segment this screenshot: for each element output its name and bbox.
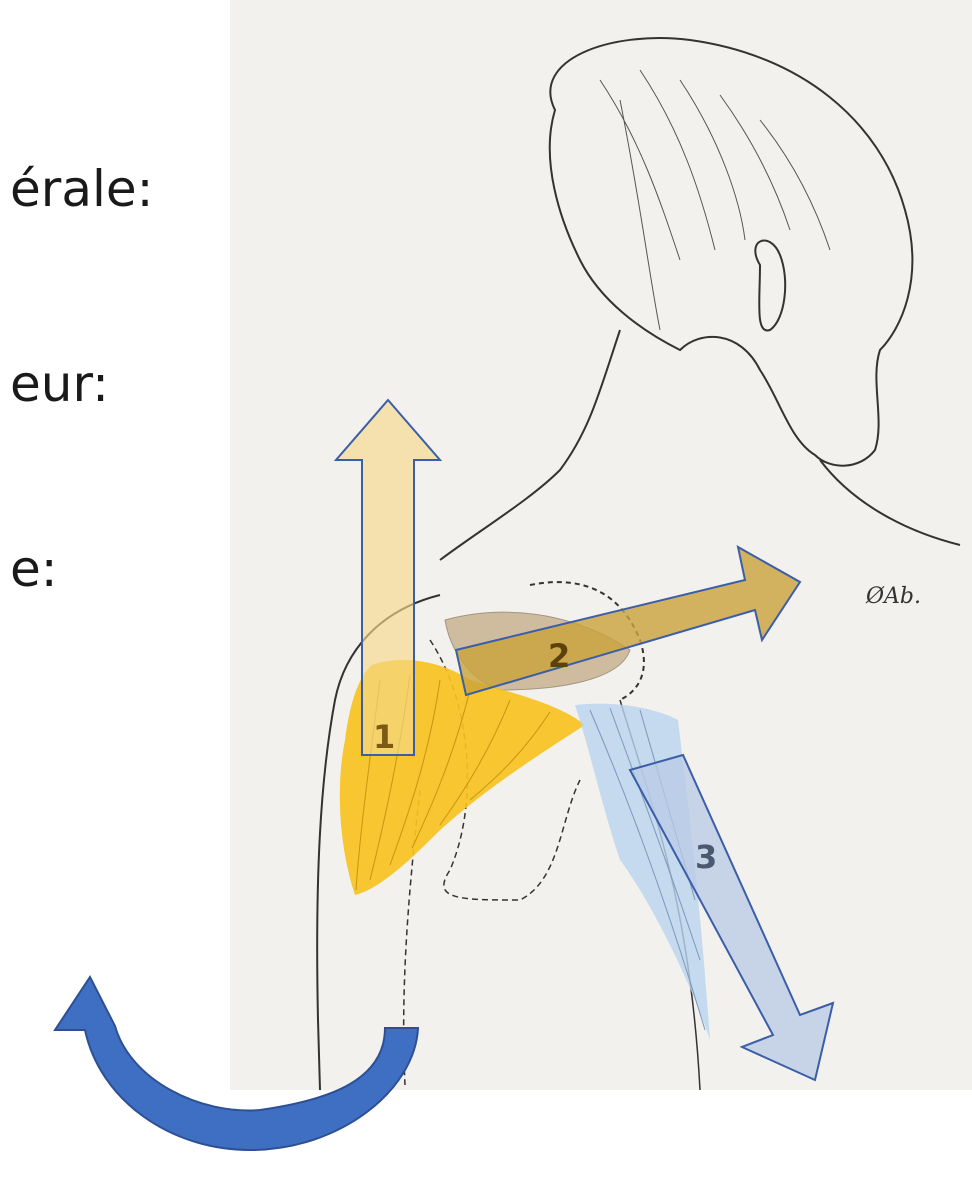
arrow-1-number: 1	[373, 718, 395, 756]
arrow-2-number: 2	[548, 637, 570, 675]
illustration-background	[230, 0, 972, 1090]
arrow-3-number: 3	[695, 838, 717, 876]
artist-signature: ØAb.	[865, 584, 921, 609]
